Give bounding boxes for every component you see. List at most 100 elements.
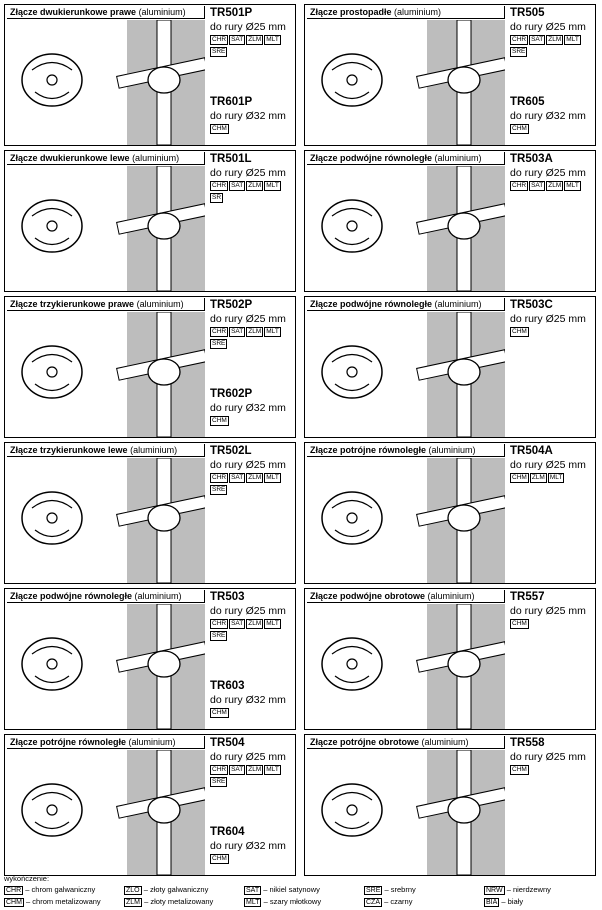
pipe-size: do rury Ø25 mm: [510, 459, 586, 471]
finish-badge: ZLM: [546, 181, 564, 191]
product-material: (aluminium): [132, 153, 180, 163]
pipe-size: do rury Ø25 mm: [210, 459, 286, 471]
product-code-variant: TR604: [210, 826, 245, 838]
finish-badge: CHR: [210, 765, 229, 775]
connector-contour: [331, 791, 373, 830]
connector-contour: [31, 61, 73, 100]
product-card: Złącze podwójne równoległe (aluminium) T…: [4, 588, 296, 730]
product-title: Złącze trzykierunkowe lewe (aluminium): [7, 444, 205, 457]
connector-contour: [331, 499, 373, 538]
product-card: Złącze dwukierunkowe prawe (aluminium) T…: [4, 4, 296, 146]
finish-badge: CHR: [210, 35, 229, 45]
product-variant: TR602P do rury Ø32 mm CHM: [210, 387, 286, 428]
product-name: Złącze dwukierunkowe lewe: [10, 153, 130, 163]
screw-hole: [46, 74, 58, 86]
screw-hole: [46, 366, 58, 378]
product-info: TR503C do rury Ø25 mm CHM: [507, 297, 595, 437]
product-card: Złącze potrójne równoległe (aluminium) T…: [4, 734, 296, 876]
finish-badge: CHM: [210, 708, 229, 718]
finish-badge: CHM: [510, 124, 529, 134]
connector-mounted: [147, 504, 181, 532]
product-illustration: [21, 166, 205, 291]
product-illustration: [321, 604, 505, 729]
connector-contour: [331, 645, 373, 684]
product-illustration: [21, 750, 205, 875]
finish-badge: ZLM: [246, 35, 264, 45]
finish-badge: SAT: [529, 35, 546, 45]
product-illustration: [21, 604, 205, 729]
product-variant: TR604 do rury Ø32 mm CHM: [210, 825, 286, 866]
product-title: Złącze potrójne obrotowe (aluminium): [307, 736, 505, 749]
product-code-variant: TR605: [510, 96, 545, 108]
product-illustration: [321, 312, 505, 437]
product-name: Złącze trzykierunkowe prawe: [10, 299, 135, 309]
pipe-size: do rury Ø25 mm: [510, 21, 586, 33]
product-info: TR558 do rury Ø25 mm CHM: [507, 735, 595, 875]
product-info: TR557 do rury Ø25 mm CHM: [507, 589, 595, 729]
finish-badges: CHM: [510, 619, 592, 631]
finish-badge: CHR: [510, 181, 529, 191]
pipe-size-variant: do rury Ø32 mm: [210, 402, 286, 414]
legend-key: CHR: [4, 886, 24, 895]
connector-contour: [31, 499, 73, 538]
product-material: (aluminium): [427, 591, 475, 601]
pipe-size: do rury Ø25 mm: [210, 751, 286, 763]
screw-hole: [346, 804, 358, 816]
legend-key: ZLO: [124, 886, 142, 895]
legend-label: – nikiel satynowy: [263, 885, 320, 894]
product-card: Złącze dwukierunkowe lewe (aluminium) TR…: [4, 150, 296, 292]
connector-mounted: [147, 212, 181, 240]
finish-badge: SAT: [529, 181, 546, 191]
product-material: (aluminium): [134, 591, 182, 601]
product-title: Złącze podwójne równoległe (aluminium): [307, 298, 505, 311]
finish-badge: ZLM: [246, 765, 264, 775]
finish-badge: SRE: [210, 47, 228, 57]
product-illustration: [321, 166, 505, 291]
product-illustration: [21, 458, 205, 583]
finish-badge: MLT: [264, 35, 281, 45]
pipe-size-variant: do rury Ø32 mm: [210, 840, 286, 852]
pipe-size-variant: do rury Ø32 mm: [210, 110, 286, 122]
legend-item: MLT – szary młotkowy: [244, 896, 364, 908]
product-name: Złącze podwójne równoległe: [310, 153, 433, 163]
product-material: (aluminium): [128, 737, 176, 747]
finish-badge: MLT: [264, 181, 281, 191]
product-code: TR501P: [210, 7, 253, 19]
product-illustration: [321, 750, 505, 875]
screw-hole: [346, 366, 358, 378]
screw-hole: [346, 220, 358, 232]
finish-badge: SAT: [229, 473, 246, 483]
legend-item: NRW – nierdzewny: [484, 884, 598, 896]
product-material: (aluminium): [136, 299, 184, 309]
legend-item: CHM – chrom metalizowany: [4, 896, 124, 908]
product-code: TR504A: [510, 445, 553, 457]
product-title: Złącze podwójne równoległe (aluminium): [307, 152, 505, 165]
product-card: Złącze trzykierunkowe lewe (aluminium) T…: [4, 442, 296, 584]
product-code-variant: TR603: [210, 680, 245, 692]
connector-mounted: [147, 358, 181, 386]
product-code: TR502P: [210, 299, 253, 311]
pipe-size: do rury Ø25 mm: [510, 751, 586, 763]
legend-label: – czarny: [384, 897, 413, 906]
finish-badge: CHM: [210, 124, 229, 134]
connector-mounted: [447, 504, 481, 532]
connector-contour: [331, 61, 373, 100]
product-illustration: [321, 20, 505, 145]
product-illustration: [21, 20, 205, 145]
product-material: (aluminium): [130, 445, 178, 455]
legend-item: SAT – nikiel satynowy: [244, 884, 364, 896]
product-illustration: [321, 458, 505, 583]
product-material: (aluminium): [434, 153, 482, 163]
legend-item: BIA – biały: [484, 896, 598, 908]
product-code: TR504: [210, 737, 245, 749]
product-title: Złącze podwójne równoległe (aluminium): [7, 590, 205, 603]
finish-badges-variant: CHM: [210, 416, 286, 428]
